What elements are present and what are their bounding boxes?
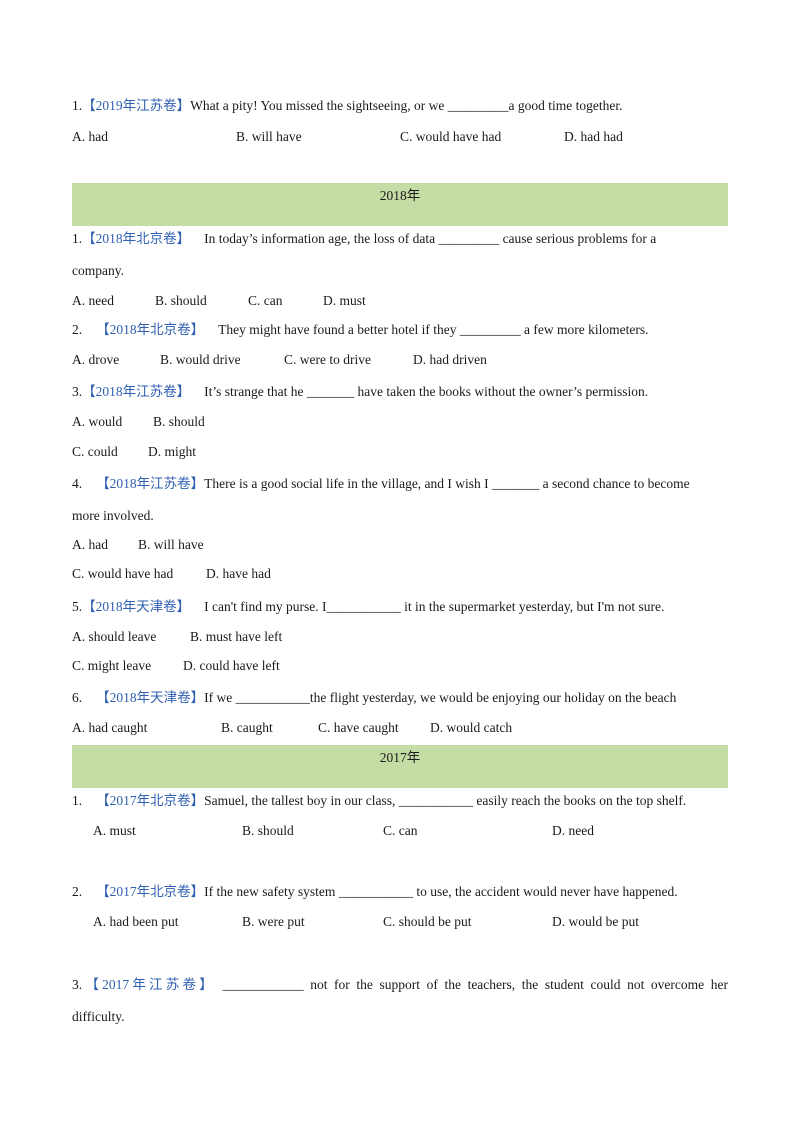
source-tag: 【2018年天津卷】 bbox=[82, 599, 191, 614]
year-header-2017: 2017年 bbox=[72, 745, 728, 788]
source-tag: 【2018年北京卷】 bbox=[82, 231, 191, 246]
option-a: A. must bbox=[93, 823, 136, 838]
option-a: A. drove bbox=[72, 352, 120, 367]
source-tag: 【2018年江苏卷】 bbox=[96, 476, 205, 491]
option-b: B. would drive bbox=[160, 352, 241, 367]
option-c: C. should be put bbox=[383, 914, 472, 929]
option-b: B. were put bbox=[242, 914, 305, 929]
question-stem: If we ___________the flight yesterday, w… bbox=[204, 690, 677, 705]
option-a: A. would bbox=[72, 414, 123, 429]
question-2018-5: 5.【2018年天津卷】 I can't find my purse. I____… bbox=[72, 598, 664, 616]
question-number: 2. bbox=[72, 884, 83, 899]
question-2018-2: 2. 【2018年北京卷】 They might have found a bett… bbox=[72, 321, 649, 339]
question-stem: What a pity! You missed the sightseeing,… bbox=[190, 98, 623, 113]
source-tag: 【2017年北京卷】 bbox=[96, 884, 205, 899]
option-d: D. might bbox=[148, 444, 197, 459]
question-2018-1: 1.【2018年北京卷】 In today’s information age, … bbox=[72, 230, 656, 248]
question-stem: ____________ not for the support of the … bbox=[222, 977, 728, 992]
option-b: B. will have bbox=[236, 129, 302, 144]
option-a: A. had bbox=[72, 129, 108, 144]
question-stem-continued: difficulty. bbox=[72, 1009, 125, 1024]
option-a: A. had caught bbox=[72, 720, 148, 735]
option-b: B. should bbox=[242, 823, 294, 838]
question-number: 4. bbox=[72, 476, 83, 491]
option-b: B. must have left bbox=[190, 629, 283, 644]
question-number: 1. bbox=[72, 231, 83, 246]
option-d: D. could have left bbox=[183, 658, 280, 673]
option-b: B. will have bbox=[138, 537, 204, 552]
option-d: D. need bbox=[552, 823, 594, 838]
source-tag: 【2018年江苏卷】 bbox=[82, 384, 191, 399]
question-number: 1. bbox=[72, 793, 83, 808]
option-b: B. should bbox=[153, 414, 205, 429]
question-stem-continued: company. bbox=[72, 263, 124, 278]
option-b: B. caught bbox=[221, 720, 273, 735]
question-number: 1. bbox=[72, 98, 83, 113]
question-stem: There is a good social life in the villa… bbox=[204, 476, 690, 491]
option-c: C. would have had bbox=[72, 566, 174, 581]
question-number: 2. bbox=[72, 322, 83, 337]
option-c: C. might leave bbox=[72, 658, 152, 673]
question-stem: It’s strange that he _______ have taken … bbox=[204, 384, 649, 399]
option-a: A. had bbox=[72, 537, 108, 552]
option-d: D. had had bbox=[564, 129, 623, 144]
option-d: D. would catch bbox=[430, 720, 513, 735]
question-stem: In today’s information age, the loss of … bbox=[204, 231, 657, 246]
source-tag: 【2018年北京卷】 bbox=[96, 322, 205, 337]
option-c: C. would have had bbox=[400, 129, 502, 144]
option-c: C. could bbox=[72, 444, 118, 459]
source-tag: 【2019年江苏卷】 bbox=[82, 98, 191, 113]
question-2017-1: 1. 【2017年北京卷】Samuel, the tallest boy in o… bbox=[72, 792, 686, 810]
question-number: 3. bbox=[72, 977, 83, 992]
question-2018-4: 4. 【2018年江苏卷】There is a good social life … bbox=[72, 475, 690, 493]
question-stem: Samuel, the tallest boy in our class, __… bbox=[204, 793, 687, 808]
question-number: 5. bbox=[72, 599, 83, 614]
option-b: B. should bbox=[155, 293, 207, 308]
option-c: C. were to drive bbox=[284, 352, 371, 367]
source-tag: 【2017年江苏卷】 bbox=[82, 977, 216, 992]
option-a: A. had been put bbox=[93, 914, 179, 929]
question-2019-1: 1.【2019年江苏卷】What a pity! You missed the … bbox=[72, 97, 622, 115]
option-d: D. must bbox=[323, 293, 366, 308]
option-a: A. should leave bbox=[72, 629, 157, 644]
question-2017-3: 3.【2017年江苏卷】 ____________ not for the su… bbox=[72, 976, 728, 994]
question-2018-3: 3.【2018年江苏卷】 It’s strange that he _______… bbox=[72, 383, 648, 401]
source-tag: 【2018年天津卷】 bbox=[96, 690, 205, 705]
option-d: D. have had bbox=[206, 566, 271, 581]
question-stem-continued: more involved. bbox=[72, 508, 154, 523]
question-2017-2: 2. 【2017年北京卷】If the new safety system ___… bbox=[72, 883, 678, 901]
question-number: 3. bbox=[72, 384, 83, 399]
option-c: C. have caught bbox=[318, 720, 399, 735]
question-stem: If the new safety system ___________ to … bbox=[204, 884, 678, 899]
option-d: D. would be put bbox=[552, 914, 639, 929]
source-tag: 【2017年北京卷】 bbox=[96, 793, 205, 808]
option-c: C. can bbox=[383, 823, 418, 838]
question-stem: They might have found a better hotel if … bbox=[218, 322, 649, 337]
option-d: D. had driven bbox=[413, 352, 487, 367]
year-header-2018: 2018年 bbox=[72, 183, 728, 226]
question-2018-6: 6. 【2018年天津卷】If we ___________the flight … bbox=[72, 689, 676, 707]
question-stem: I can't find my purse. I___________ it i… bbox=[204, 599, 665, 614]
option-c: C. can bbox=[248, 293, 283, 308]
option-a: A. need bbox=[72, 293, 114, 308]
question-number: 6. bbox=[72, 690, 83, 705]
